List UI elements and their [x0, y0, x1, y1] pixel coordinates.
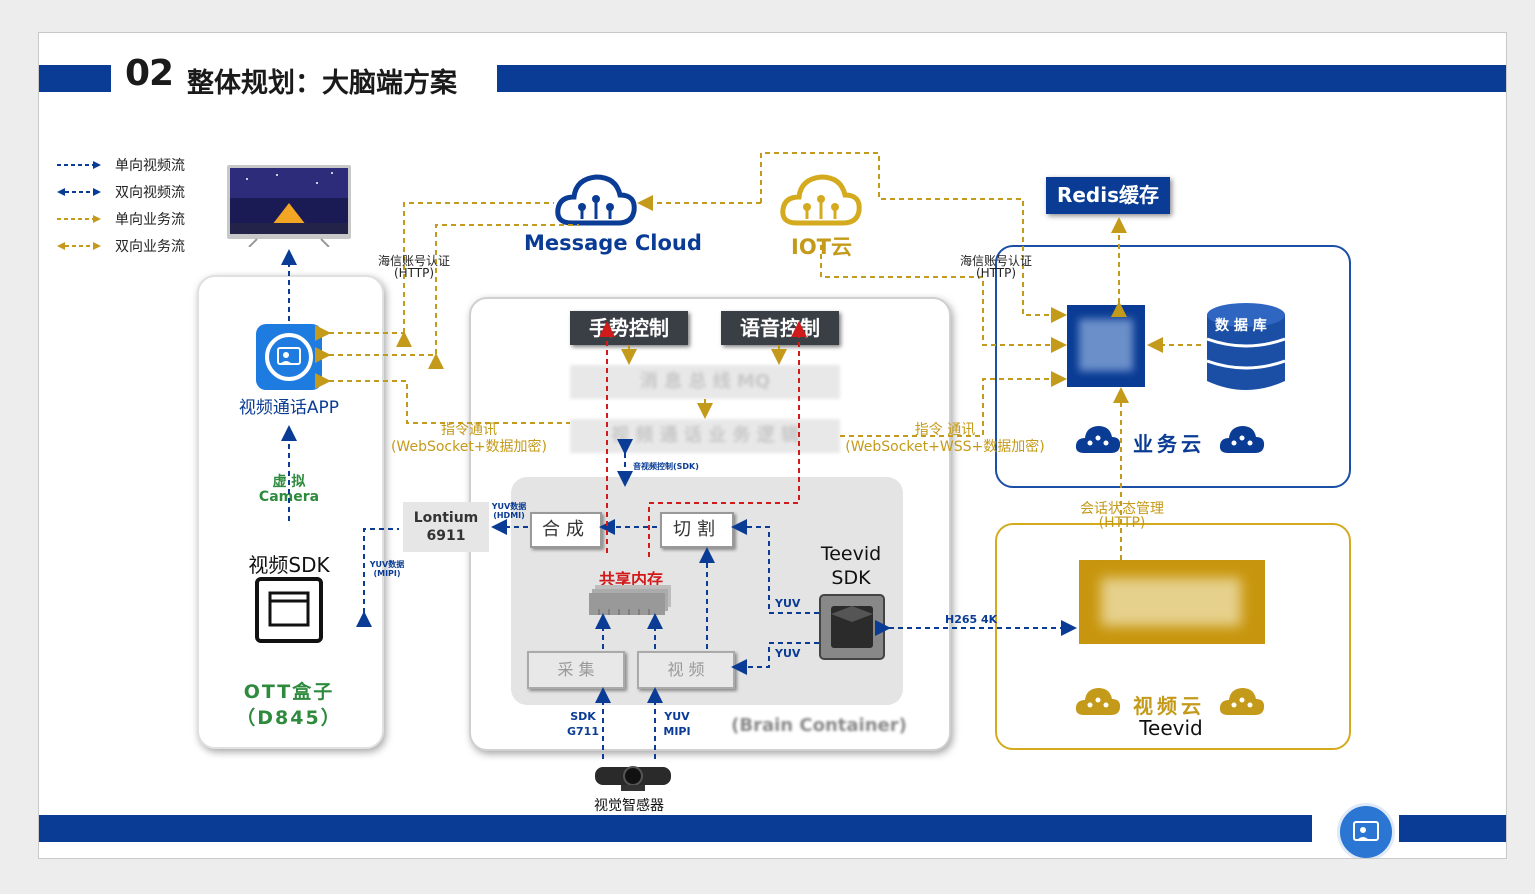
video-cloud-sublabel: Teevid	[1139, 716, 1203, 740]
video-cloud-icon-right	[1219, 685, 1265, 719]
video-call-app-label: 视频通话APP	[238, 398, 340, 418]
yuv-hdmi-label-2: (HDMI)	[493, 511, 525, 520]
section-number: 02	[125, 53, 174, 94]
message-cloud-label: Message Cloud	[524, 231, 702, 255]
lontium-chip: Lontium 6911	[403, 502, 489, 552]
teevid-sdk-icon	[819, 594, 885, 660]
tv-image	[227, 165, 351, 248]
lontium-label-2: 6911	[426, 528, 466, 544]
database-icon	[1203, 301, 1289, 393]
cmd-left-proto: (WebSocket+数据加密)	[390, 439, 548, 455]
business-cloud-icon-right	[1219, 423, 1265, 457]
ott-box-label-2: （D845）	[236, 707, 342, 729]
database-label: 数 据 库	[1215, 318, 1267, 334]
split-block: 切割	[660, 512, 734, 548]
yuv-mipi-bottom-2: MIPI	[663, 725, 691, 738]
sdk-g711-label-1: SDK	[570, 710, 596, 723]
yuv-hdmi-label-1: YUV数据	[491, 502, 527, 511]
server-blur	[1079, 319, 1133, 371]
h265-label: H265 4K	[945, 613, 998, 626]
header-bar-right	[497, 65, 1506, 92]
yuv-mipi-label-2: (MIPI)	[373, 569, 401, 578]
video-cloud-label: 视频云	[1133, 694, 1205, 718]
auth-left-proto: (HTTP)	[393, 266, 435, 280]
page-title: 整体规划：大脑端方案	[187, 68, 457, 99]
header-bar-left	[39, 65, 111, 92]
footer-bar-right	[1399, 815, 1506, 842]
cmd-left-label: 指令通讯	[441, 422, 497, 438]
video-call-app-icon[interactable]	[256, 324, 322, 390]
teevid-image-blur	[1101, 578, 1241, 626]
gesture-control-block: 手势控制	[570, 311, 688, 345]
message-cloud-icon	[554, 169, 638, 231]
service-logic-block: 视 频 通 话 业 务 逻 辑	[570, 419, 840, 453]
footer-logo-icon	[1337, 803, 1395, 858]
video-cloud-icon-left	[1075, 685, 1121, 719]
sdk-g711-label-2: G711	[567, 725, 599, 738]
connector-lines	[281, 152, 1201, 759]
ott-box-label-1: OTT盒子	[243, 681, 335, 703]
av-control-label: 音视频控制(SDK)	[633, 462, 699, 471]
business-cloud-label: 业务云	[1133, 432, 1205, 456]
yuv-mipi-label-1: YUV数据	[369, 560, 405, 569]
yuv-label-b: YUV	[775, 647, 801, 660]
yuv-mipi-bottom-1: YUV	[664, 710, 690, 723]
auth-left-label: 海信账号认证	[377, 254, 450, 268]
capture-block: 采 集	[527, 651, 625, 689]
redis-cache: Redis缓存	[1046, 177, 1170, 214]
cmd-right-proto: (WebSocket+WSS+数据加密)	[845, 439, 1045, 455]
video-sdk-icon	[255, 577, 323, 643]
shared-memory-icon	[589, 585, 673, 617]
vision-sensor-icon	[591, 761, 675, 795]
teevid-sdk-label-1: Teevid	[820, 543, 882, 565]
lontium-label-1: Lontium	[413, 510, 479, 526]
footer-bar-left	[39, 815, 1312, 842]
virtual-camera-label-2: Camera	[258, 489, 320, 505]
business-cloud-icon-left	[1075, 423, 1121, 457]
video-block: 视 频	[637, 651, 735, 689]
shared-memory-label: 共享内存	[598, 570, 663, 589]
teevid-sdk-label-2: SDK	[831, 567, 871, 589]
auth-right-label: 海信账号认证	[959, 254, 1032, 268]
message-bus-block: 消 息 总 线 MQ	[570, 365, 840, 399]
brain-footer-label: (Brain Container)	[731, 715, 907, 736]
business-cloud-panel	[995, 245, 1351, 488]
compose-block: 合成	[530, 512, 602, 548]
slide: 02 整体规划：大脑端方案 单向视频流 双向视频流 单向业务流 双向业务流	[38, 32, 1507, 859]
iot-cloud-icon	[779, 169, 863, 231]
session-label: 会话状态管理	[1080, 501, 1164, 517]
session-proto: (HTTP)	[1098, 515, 1146, 531]
auth-right-proto: (HTTP)	[975, 266, 1017, 280]
yuv-label-a: YUV	[775, 597, 801, 610]
vision-sensor-label: 视觉智感器	[594, 798, 664, 814]
cmd-right-label: 指令 通讯	[914, 422, 976, 438]
video-sdk-label: 视频SDK	[248, 553, 330, 577]
